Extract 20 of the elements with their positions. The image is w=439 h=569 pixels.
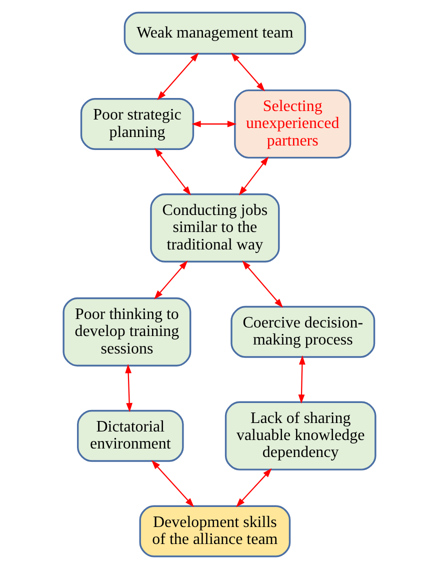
node-box: Selecting unexperienced partners: [234, 89, 352, 159]
arrow: [236, 468, 272, 508]
node-box: Weak management team: [124, 12, 306, 55]
node-box: Dictatorial environment: [77, 410, 184, 462]
arrow: [231, 52, 265, 92]
arrow: [242, 260, 284, 308]
node-box: Lack of sharing valuable knowledge dependency: [224, 401, 376, 470]
node-box: Coercive decision-making process: [230, 306, 376, 358]
arrow: [192, 120, 237, 128]
arrow: [238, 156, 269, 196]
arrow: [298, 355, 306, 404]
arrow: [151, 460, 194, 508]
node-box: Conducting jobs similar to the traditional way: [150, 193, 280, 263]
node-box: Poor strategic planning: [80, 98, 194, 150]
node-box: Poor thinking to develop training sessions: [62, 297, 192, 366]
node-box: Development skills of the alliance team: [139, 505, 291, 558]
arrow: [125, 364, 133, 412]
arrow: [154, 148, 191, 196]
arrow: [157, 52, 199, 100]
arrow: [154, 260, 188, 300]
